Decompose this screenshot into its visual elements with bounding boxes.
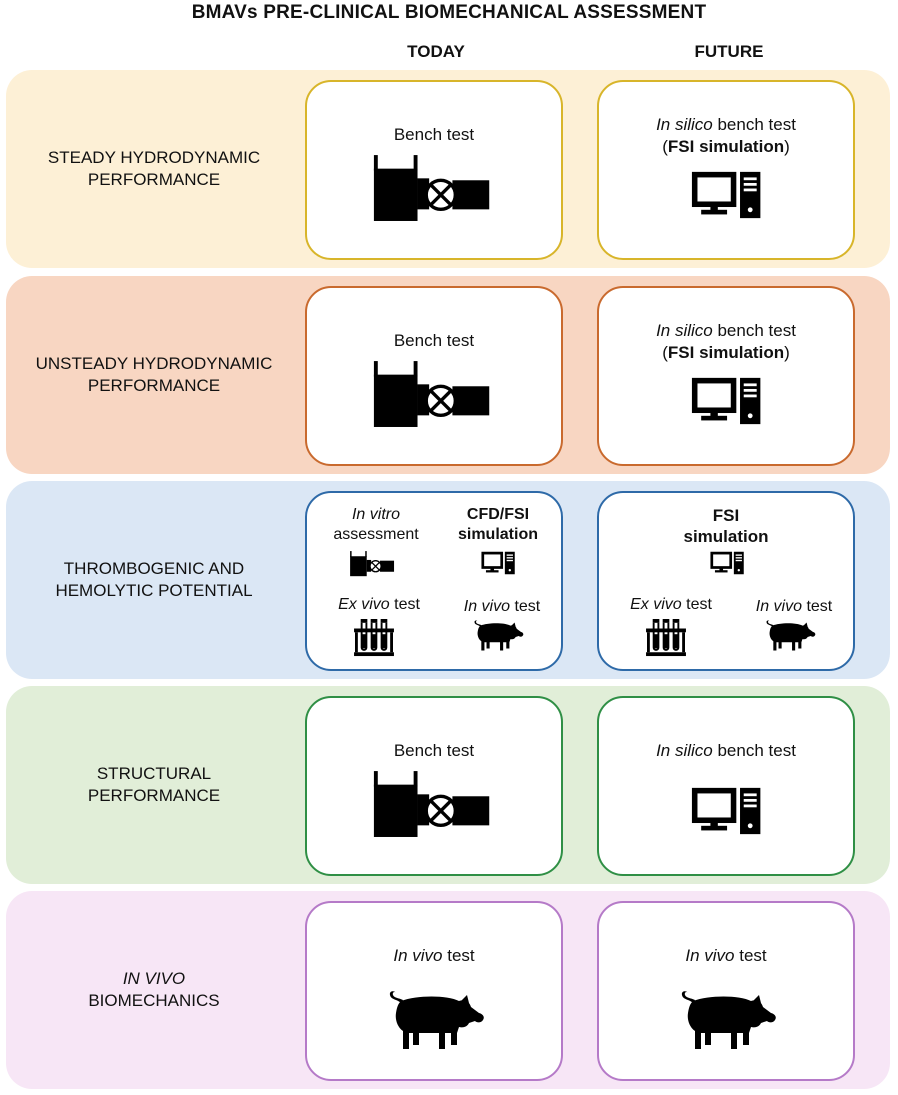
computer-icon	[691, 170, 765, 220]
in-vivo-label: In vivo test	[755, 598, 833, 615]
card-caption-2: (FSI simulation)	[662, 343, 790, 362]
in-vivo-label: In vivo test	[463, 598, 541, 615]
column-header-future: FUTURE	[694, 42, 764, 61]
test-tubes-icon	[645, 619, 687, 657]
bench-test-rig-icon	[371, 360, 497, 430]
card-unsteady-today: Bench test	[305, 286, 563, 466]
card-structural-today: Bench test	[305, 696, 563, 876]
computer-icon	[710, 551, 746, 575]
card-caption: Bench test	[393, 125, 475, 144]
card-caption: Bench test	[393, 331, 475, 350]
card-caption: In silico bench test	[656, 321, 796, 340]
pig-icon	[387, 989, 487, 1053]
bench-test-rig-icon	[349, 551, 397, 577]
card-caption: In silico bench test	[656, 741, 796, 760]
bench-test-rig-icon	[371, 154, 497, 224]
ex-vivo-label: Ex vivo test	[630, 596, 712, 613]
computer-icon	[691, 786, 765, 836]
card-in-vivo-today: In vivo test	[305, 901, 563, 1081]
test-tubes-icon	[353, 619, 395, 657]
card-caption: In vivo test	[685, 946, 767, 965]
card-steady-future: In silico bench test (FSI simulation)	[597, 80, 855, 260]
column-header-today: TODAY	[407, 42, 465, 61]
bench-test-rig-icon	[371, 770, 497, 840]
card-caption: Bench test	[393, 741, 475, 760]
card-in-vivo-future: In vivo test	[597, 901, 855, 1081]
pig-icon	[473, 619, 525, 653]
computer-icon	[691, 376, 765, 426]
card-caption: In silico bench test	[656, 115, 796, 134]
pig-icon	[679, 989, 779, 1053]
card-steady-today: Bench test	[305, 80, 563, 260]
computer-icon	[481, 551, 517, 575]
card-caption: In vivo test	[393, 946, 475, 965]
card-structural-future: In silico bench test	[597, 696, 855, 876]
card-caption-2: (FSI simulation)	[662, 137, 790, 156]
diagram-title: BMAVs PRE-CLINICAL BIOMECHANICAL ASSESSM…	[191, 2, 707, 23]
card-unsteady-future: In silico bench test (FSI simulation)	[597, 286, 855, 466]
pig-icon	[765, 619, 817, 653]
ex-vivo-label: Ex vivo test	[338, 596, 420, 613]
